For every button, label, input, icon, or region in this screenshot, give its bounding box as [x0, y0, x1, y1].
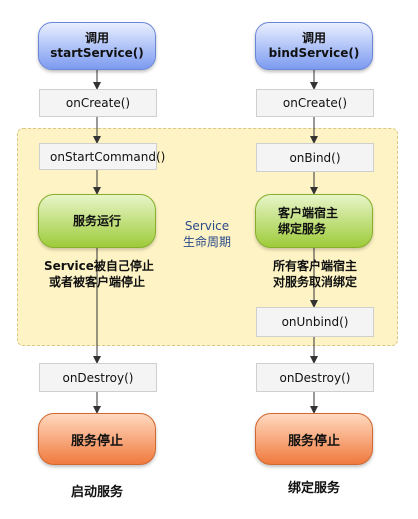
service-lifecycle-label-line1: Service	[184, 219, 230, 233]
call-start-service-line1: 调用	[84, 31, 109, 45]
call-bind-service-line2: bindService()	[268, 46, 360, 60]
service-lifecycle-label-line2: 生命周期	[182, 235, 231, 249]
service-lifecycle-label: Service 生命周期	[172, 218, 242, 250]
left-stop-note-line2: 或者被客户端停止	[48, 275, 145, 289]
call-start-service-line2: startService()	[50, 46, 144, 60]
start-service-caption: 启动服务	[70, 485, 123, 500]
right-oncreate-box: onCreate()	[256, 89, 374, 117]
onstartcommand-box: onStartCommand()	[39, 143, 165, 170]
left-ondestroy-box: onDestroy()	[39, 363, 157, 392]
client-bound-line2: 绑定服务	[278, 222, 327, 236]
left-stop-note-line1: Service被自己停止	[44, 259, 154, 273]
onbind-box: onBind()	[256, 143, 374, 172]
call-start-service-node: 调用 startService()	[38, 22, 156, 70]
right-unbind-note-line2: 对服务取消绑定	[272, 275, 357, 289]
left-stop-note: Service被自己停止 或者被客户端停止	[44, 258, 154, 290]
right-ondestroy-box: onDestroy()	[256, 363, 374, 392]
service-running-node: 服务运行	[38, 194, 156, 248]
left-service-stopped-node: 服务停止	[38, 413, 156, 465]
right-unbind-note-line1: 所有客户端宿主	[272, 259, 357, 273]
right-service-stopped-node: 服务停止	[255, 413, 373, 465]
bind-service-caption: 绑定服务	[287, 481, 340, 496]
right-unbind-note: 所有客户端宿主 对服务取消绑定	[262, 258, 368, 290]
left-oncreate-box: onCreate()	[39, 89, 157, 117]
client-bound-line1: 客户端宿主	[278, 206, 339, 220]
call-bind-service-line1: 调用	[301, 31, 326, 45]
call-bind-service-node: 调用 bindService()	[255, 22, 373, 70]
client-bound-node: 客户端宿主 绑定服务	[255, 194, 373, 248]
onunbind-box: onUnbind()	[256, 307, 374, 337]
